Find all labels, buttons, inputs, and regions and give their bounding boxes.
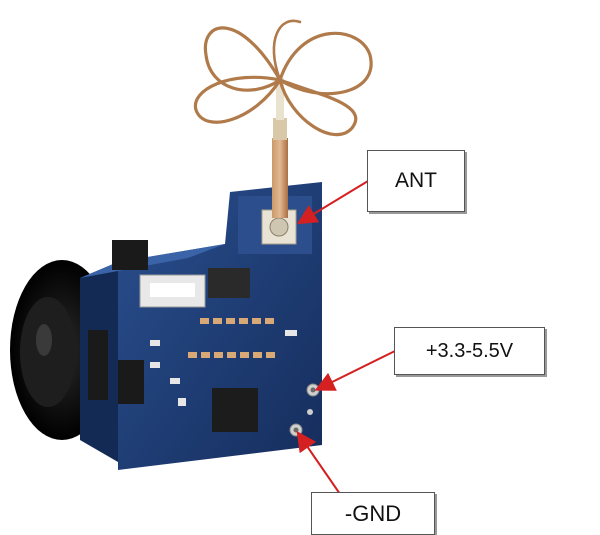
arrow-ant — [296, 180, 369, 225]
pcb-board — [80, 182, 322, 470]
arrow-ground — [296, 431, 341, 495]
label-ground: -GND — [311, 492, 435, 535]
arrow-power — [314, 350, 396, 391]
annotation-arrows — [296, 180, 396, 495]
antenna-stem — [272, 78, 288, 218]
label-power: +3.3-5.5V — [394, 327, 545, 375]
cloverleaf-antenna — [193, 19, 373, 136]
label-antenna: ANT — [367, 150, 465, 212]
